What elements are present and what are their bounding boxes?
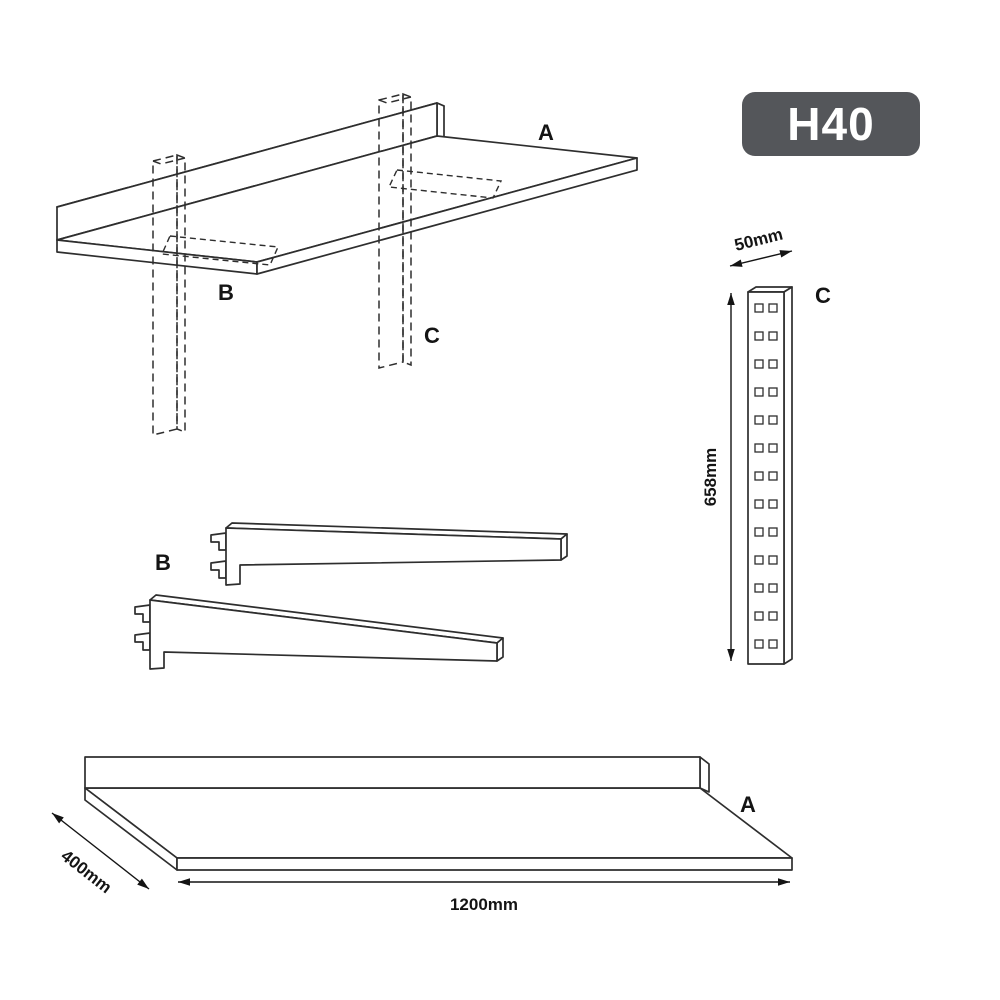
assembly-slot-right <box>387 169 503 199</box>
assembly-hidden-rail-left <box>152 153 186 436</box>
shelf-depth-dimension-label: 400mm <box>57 846 115 897</box>
assembly-upstand-end-face <box>436 102 445 140</box>
bracket-lower-hook-bottom <box>134 632 151 651</box>
bracket-view: B <box>134 522 568 670</box>
assembly-label-a: A <box>538 120 554 145</box>
bracket-lower-hook-top <box>134 604 151 623</box>
rail-front-face <box>747 291 785 665</box>
assembly-view: A B C <box>56 92 638 436</box>
shelf-view: 400mm 1200mm A <box>51 756 793 914</box>
rail-width-dimension-label: 50mm <box>733 225 785 255</box>
assembly-hidden-rail-right <box>378 92 412 369</box>
shelf-top-face <box>84 787 793 859</box>
assembly-shelf-front-edge-face <box>256 157 638 275</box>
shelf-upstand-front-face <box>84 756 701 789</box>
bracket-lower <box>134 594 504 670</box>
bracket-label-b: B <box>155 550 171 575</box>
model-badge-label: H40 <box>787 98 874 150</box>
assembly-label-c: C <box>424 323 440 348</box>
rail-view: 50mm 658mm C <box>701 225 831 665</box>
assembly-label-b: B <box>218 280 234 305</box>
bracket-upper <box>210 522 568 586</box>
assembly-slot-left <box>160 235 280 266</box>
model-badge: H40 <box>742 92 920 156</box>
shelf-length-dimension-label: 1200mm <box>450 895 518 914</box>
bracket-upper-hook-bottom <box>210 560 227 579</box>
rail-width-dimension: 50mm <box>729 225 793 267</box>
rail-height-dimension: 658mm <box>701 293 735 661</box>
model-badge-background <box>742 92 920 156</box>
bracket-lower-end-face <box>496 637 504 662</box>
bracket-upper-hook-top <box>210 532 227 551</box>
shelf-length-dimension: 1200mm <box>178 878 790 914</box>
shelf-upstand-end-face <box>699 756 710 793</box>
rail-label-c: C <box>815 283 831 308</box>
shelf-front-edge-face <box>176 857 793 871</box>
rail-side-face <box>783 286 793 665</box>
rail-height-dimension-label: 658mm <box>701 448 720 507</box>
bracket-lower-front-face <box>149 599 498 670</box>
bracket-upper-front-face <box>225 527 562 586</box>
shelf-label-a: A <box>740 792 756 817</box>
bracket-upper-end-face <box>560 533 568 561</box>
